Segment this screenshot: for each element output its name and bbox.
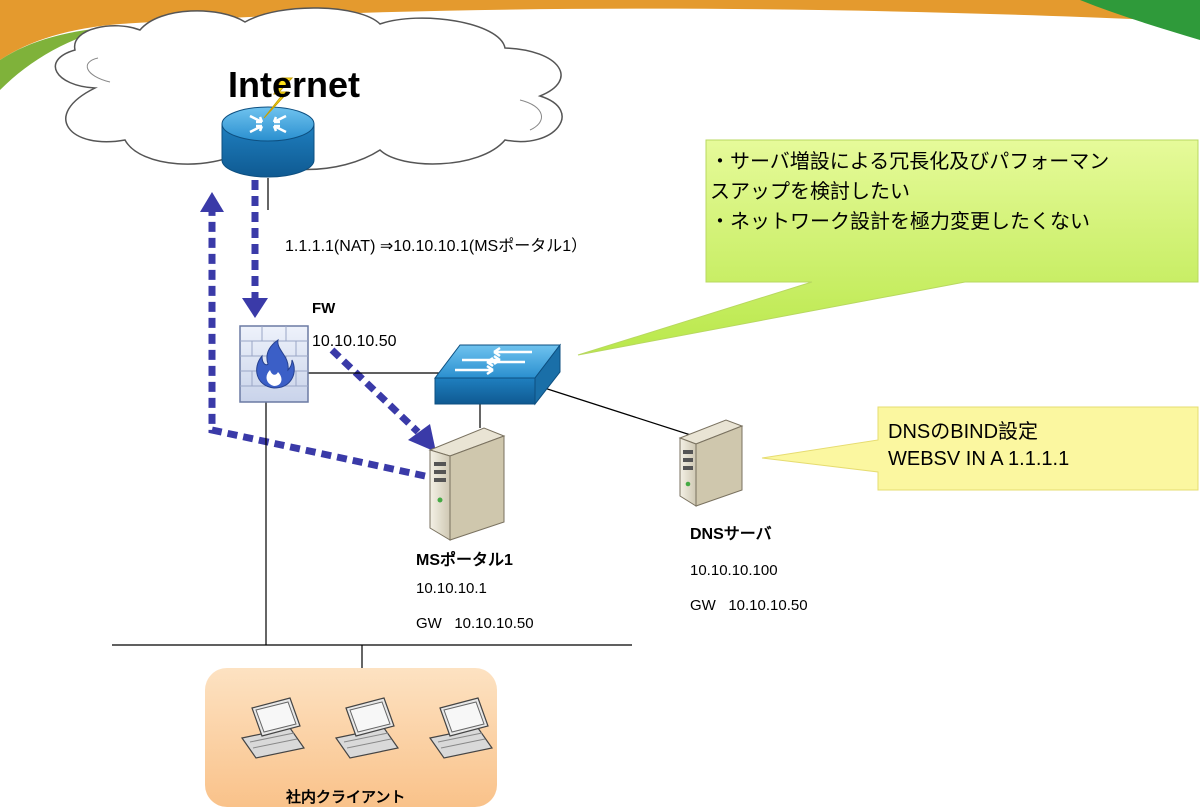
network-links <box>112 178 701 700</box>
internet-label: Internet <box>228 64 361 105</box>
laptop-icon <box>240 697 306 759</box>
switch-icon <box>433 343 562 406</box>
router-icon <box>221 106 315 178</box>
firewall-icon <box>239 325 309 403</box>
server-icon <box>678 419 744 507</box>
portal-name-label: MSポータル1 <box>416 552 513 569</box>
dns-gw-label: GW 10.10.10.50 <box>690 597 808 614</box>
arrow-portal-to-router <box>208 210 426 480</box>
arrow-fw-to-portal <box>329 347 421 435</box>
callout-dns-box <box>761 406 1199 491</box>
clients-label: 社内クライアント <box>286 789 406 806</box>
fw-name-label: FW <box>312 300 336 317</box>
arrow-head-up <box>200 192 224 212</box>
callout-top-line-3: ・ネットワーク設計を極力変更したくない <box>710 211 1090 233</box>
banner <box>0 0 1200 90</box>
callout-dns-line-2: WEBSV IN A 1.1.1.1 <box>888 448 1070 470</box>
lightning-icon <box>263 77 294 119</box>
laptop-icon <box>428 697 494 759</box>
callout-top-line-1: ・サーバ増設による冗長化及びパフォーマン <box>710 151 1110 173</box>
portal-gw-label: GW 10.10.10.50 <box>416 615 534 632</box>
callout-top-box <box>577 139 1199 356</box>
callout-dns-line-1: DNSのBIND設定 <box>888 421 1039 443</box>
server-icon <box>428 427 506 541</box>
portal-ip-label: 10.10.10.1 <box>416 580 487 597</box>
callout-top-line-2: スアップを検討したい <box>710 181 910 203</box>
arrow-head-down <box>242 298 268 318</box>
dns-ip-label: 10.10.10.100 <box>690 562 778 579</box>
nat-rule-label: 1.1.1.1(NAT) ⇒10.10.10.1(MSポータル1） <box>285 238 588 255</box>
dns-name-label: DNSサーバ <box>690 526 772 543</box>
laptop-icon <box>334 697 400 759</box>
arrow-head-portal <box>408 424 436 452</box>
fw-ip-label: 10.10.10.50 <box>312 333 397 350</box>
